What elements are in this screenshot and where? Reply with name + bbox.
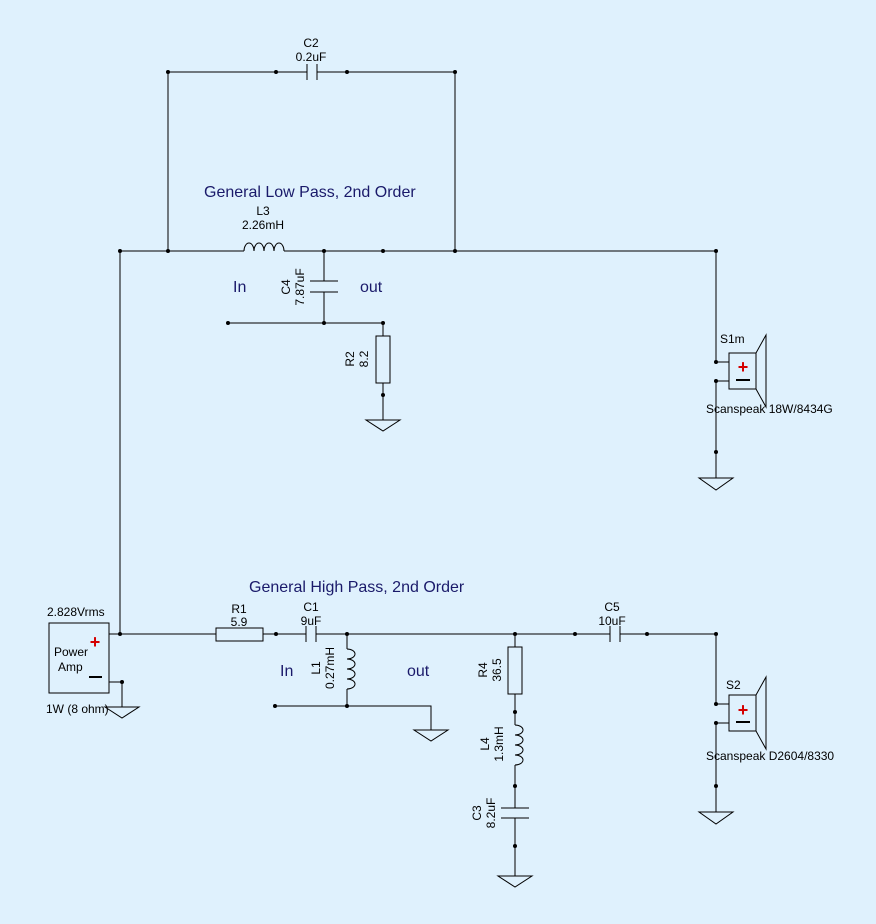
low-pass-out-label: out bbox=[360, 279, 383, 296]
inductor-l4[interactable]: L4 1.3mH bbox=[478, 724, 524, 766]
high-pass-return bbox=[273, 704, 432, 730]
capacitor-c4[interactable]: C4 7.87uF bbox=[279, 251, 338, 323]
r4-ref: R4 bbox=[476, 662, 490, 678]
s1m-model: Scanspeak 18W/8434G bbox=[706, 402, 833, 416]
capacitor-c3[interactable]: C3 8.2uF bbox=[470, 798, 529, 829]
l3-ref: L3 bbox=[256, 204, 270, 218]
s2-ref: S2 bbox=[726, 678, 741, 692]
amp-plus-icon: + bbox=[90, 632, 101, 652]
r1-value: 5.9 bbox=[231, 615, 248, 629]
c2-ref: C2 bbox=[303, 36, 319, 50]
power-amp[interactable]: 2.828Vrms Power Amp + 1W (8 ohm) bbox=[46, 605, 216, 716]
resistor-r2[interactable]: R2 8.2 bbox=[343, 335, 391, 384]
c1-ref: C1 bbox=[303, 600, 319, 614]
r4-value: 36.5 bbox=[490, 658, 504, 682]
amp-voltage: 2.828Vrms bbox=[47, 605, 105, 619]
ground-icon bbox=[697, 811, 735, 825]
amp-label-line2: Amp bbox=[58, 660, 83, 674]
high-pass-rail bbox=[263, 632, 718, 812]
c4-value: 7.87uF bbox=[293, 268, 307, 305]
inductor-l1[interactable]: L1 0.27mH bbox=[309, 634, 356, 706]
l4-ref: L4 bbox=[478, 737, 492, 751]
resistor-r4[interactable]: R4 36.5 bbox=[476, 646, 523, 695]
high-pass-out-label: out bbox=[407, 663, 430, 680]
high-pass-in-label: In bbox=[280, 663, 293, 680]
speaker-s1m[interactable]: + S1m Scanspeak 18W/8434G bbox=[706, 251, 833, 478]
s2-model: Scanspeak D2604/8330 bbox=[706, 749, 834, 763]
capacitor-c5[interactable]: C5 10uF bbox=[598, 600, 626, 642]
amp-label-line1: Power bbox=[54, 645, 88, 659]
speaker-s2[interactable]: + S2 Scanspeak D2604/8330 bbox=[706, 675, 834, 788]
resistor-r1[interactable]: R1 5.9 bbox=[215, 602, 264, 642]
low-pass-return bbox=[226, 321, 385, 420]
c5-value: 10uF bbox=[598, 614, 625, 628]
r2-value: 8.2 bbox=[357, 350, 371, 367]
l1-ref: L1 bbox=[309, 661, 323, 675]
capacitor-c2[interactable]: C2 0.2uF bbox=[296, 36, 327, 80]
s2-plus-icon: + bbox=[738, 700, 749, 720]
inductor-l3[interactable]: L3 2.26mH bbox=[242, 204, 285, 252]
c2-value: 0.2uF bbox=[296, 50, 327, 64]
high-pass-title: General High Pass, 2nd Order bbox=[249, 579, 465, 596]
low-pass-in-label: In bbox=[233, 279, 246, 296]
low-pass-rail bbox=[118, 249, 718, 253]
ground-icon bbox=[496, 875, 534, 888]
ground-icon bbox=[364, 419, 402, 432]
c2-bypass-loop bbox=[166, 70, 457, 251]
s1m-ref: S1m bbox=[720, 332, 745, 346]
l3-value: 2.26mH bbox=[242, 218, 284, 232]
c3-value: 8.2uF bbox=[484, 798, 498, 829]
ground-icon bbox=[103, 706, 141, 719]
c5-ref: C5 bbox=[604, 600, 620, 614]
capacitor-c1[interactable]: C1 9uF bbox=[301, 600, 322, 642]
c4-ref: C4 bbox=[279, 279, 293, 295]
c1-value: 9uF bbox=[301, 614, 322, 628]
amp-power: 1W (8 ohm) bbox=[46, 702, 109, 716]
s1m-plus-icon: + bbox=[738, 357, 749, 377]
r1-ref: R1 bbox=[231, 602, 247, 616]
ground-icon bbox=[412, 729, 450, 742]
l4-value: 1.3mH bbox=[492, 726, 506, 761]
low-pass-title: General Low Pass, 2nd Order bbox=[204, 184, 416, 201]
l1-value: 0.27mH bbox=[323, 647, 337, 689]
c3-ref: C3 bbox=[470, 805, 484, 821]
r2-ref: R2 bbox=[343, 351, 357, 367]
notch-branch bbox=[513, 634, 517, 876]
ground-icon bbox=[697, 477, 735, 491]
